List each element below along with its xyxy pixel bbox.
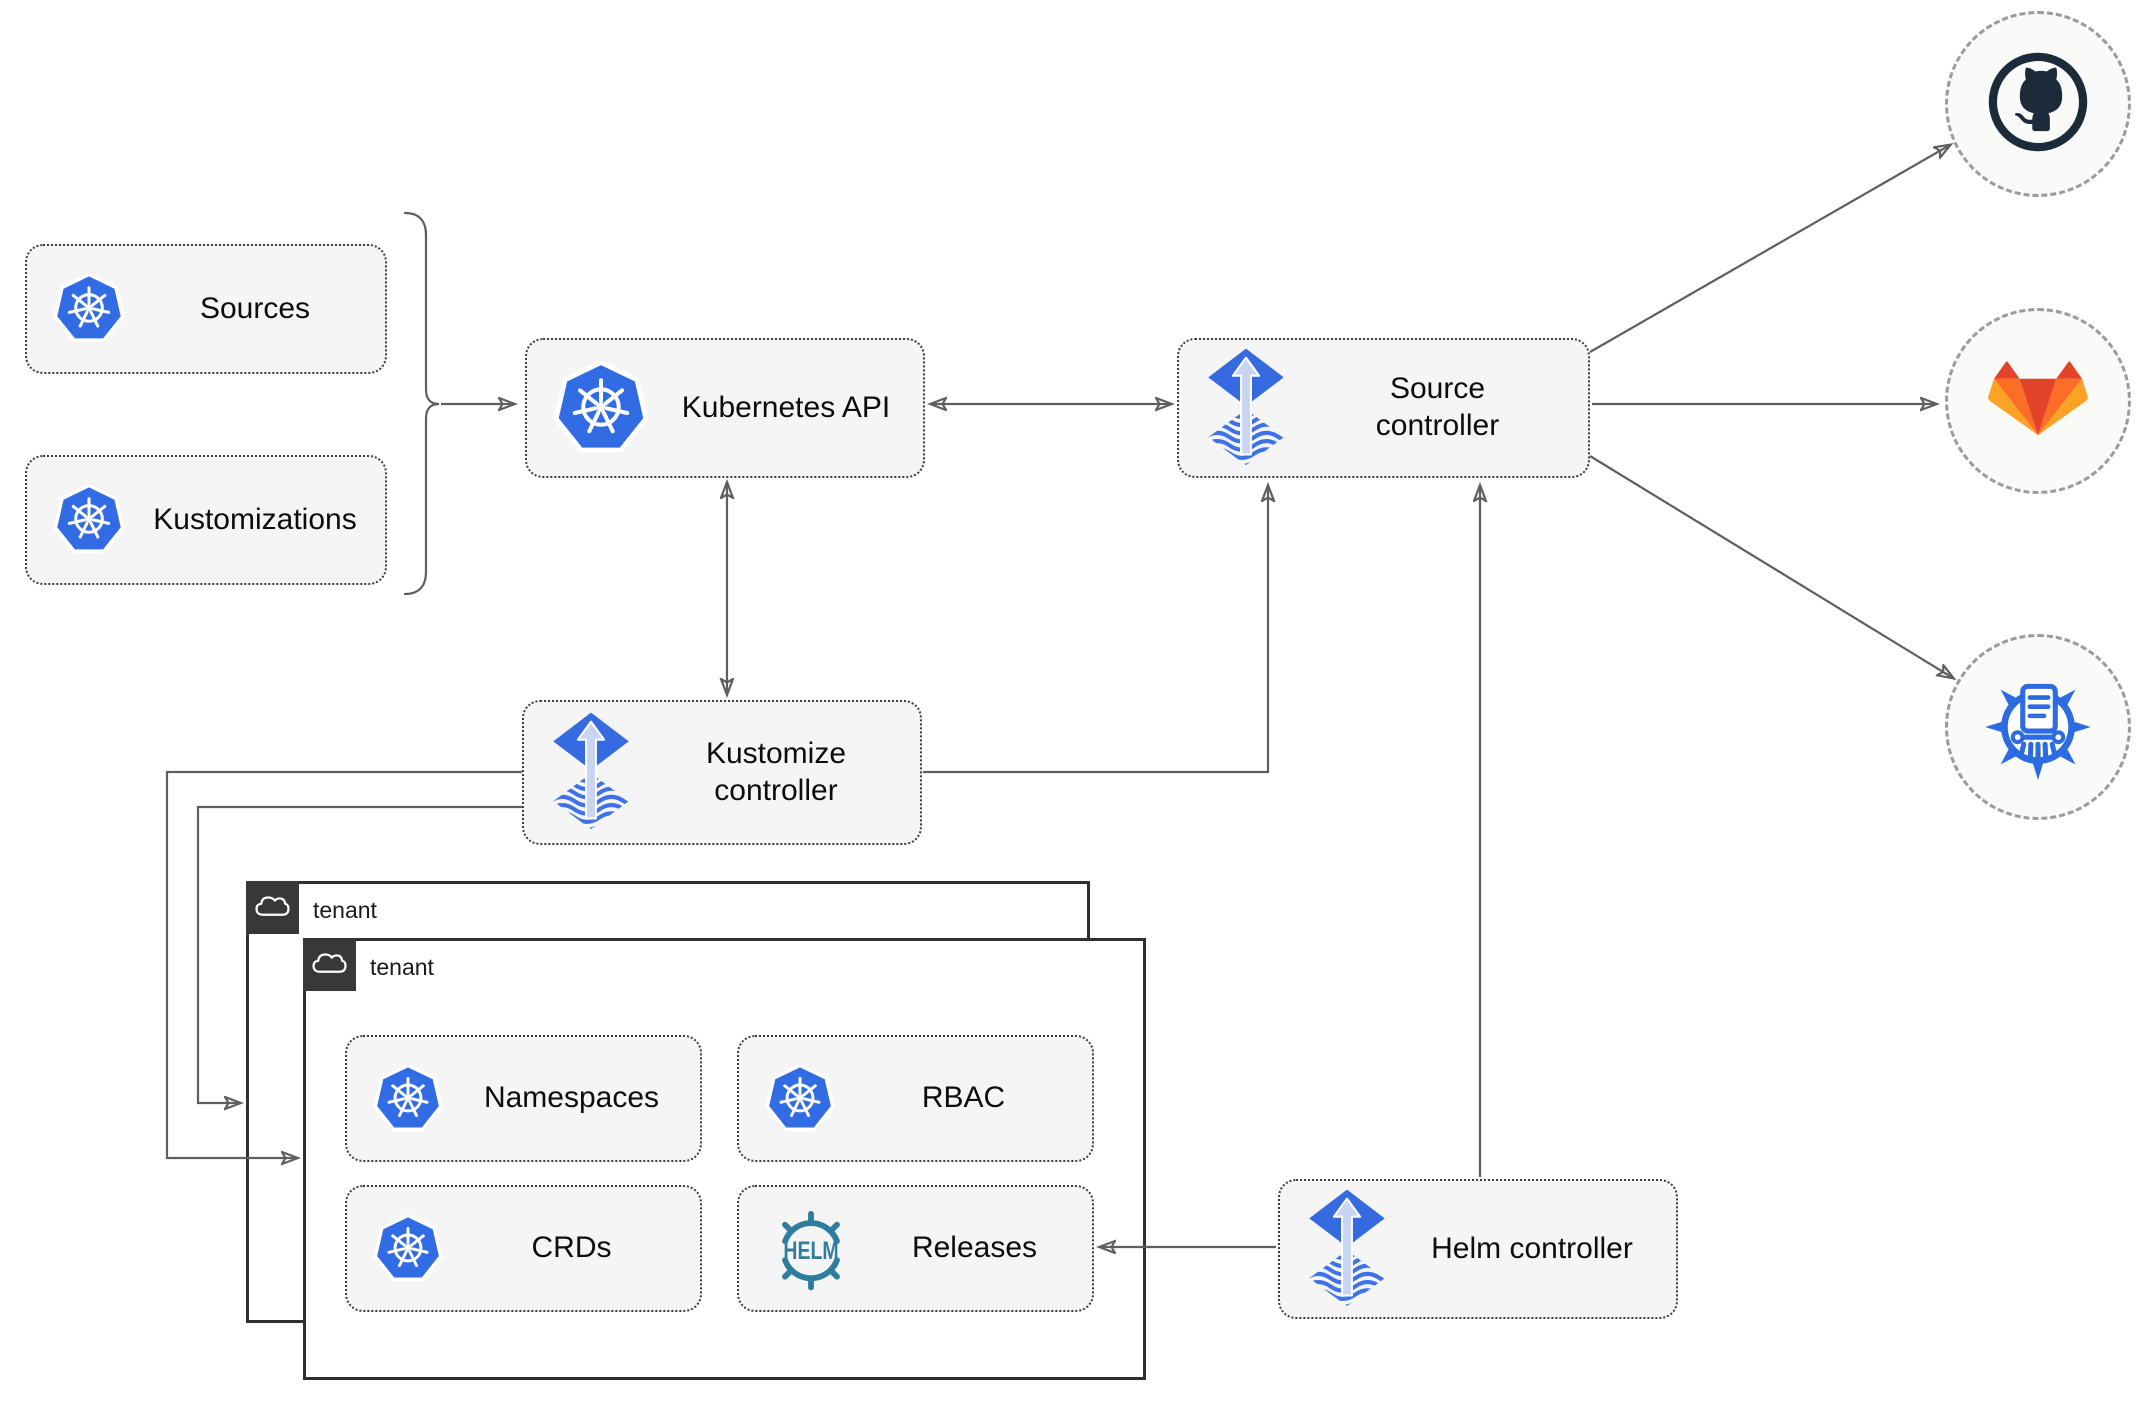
endpoint-github bbox=[1945, 11, 2131, 197]
node-rbac: RBAC bbox=[737, 1035, 1094, 1162]
gitlab-icon bbox=[1988, 361, 2088, 442]
node-kustomizations: Kustomizations bbox=[25, 455, 387, 585]
kubernetes-icon bbox=[553, 361, 649, 455]
kubernetes-icon bbox=[373, 1064, 443, 1133]
node-kubernetes-api: Kubernetes API bbox=[525, 338, 925, 478]
node-label: Kubernetes API bbox=[681, 390, 891, 424]
tenant-back-label: tenant bbox=[313, 897, 377, 923]
endpoint-bucket bbox=[1945, 634, 2131, 820]
cloud-icon bbox=[311, 949, 348, 981]
manifest-storage-icon bbox=[1977, 664, 2099, 791]
node-releases: HELM Releases bbox=[737, 1185, 1094, 1312]
kubernetes-icon bbox=[53, 274, 125, 344]
node-sources: Sources bbox=[25, 244, 387, 374]
endpoint-gitlab bbox=[1945, 308, 2131, 494]
flux-icon bbox=[550, 711, 632, 834]
kubernetes-icon bbox=[53, 485, 125, 555]
node-label: Kustomizations bbox=[153, 502, 357, 536]
node-source-controller: Source controller bbox=[1177, 338, 1590, 478]
node-label: CRDs bbox=[531, 1231, 612, 1265]
brace-sources-kustomizations bbox=[403, 211, 440, 596]
node-label: Releases bbox=[911, 1231, 1038, 1265]
node-label: RBAC bbox=[921, 1081, 1006, 1115]
kubernetes-icon bbox=[373, 1214, 443, 1283]
github-icon bbox=[1983, 47, 2093, 162]
tenant-front-label: tenant bbox=[370, 954, 434, 980]
node-kustomize-controller: Kustomize controller bbox=[522, 700, 922, 845]
edge-source-controller-to-storage bbox=[1589, 455, 1953, 678]
node-namespaces: Namespaces bbox=[345, 1035, 702, 1162]
kubernetes-icon bbox=[765, 1064, 835, 1133]
edge-kustomize-controller-to-source-controller bbox=[923, 486, 1268, 774]
flux-icon bbox=[1306, 1188, 1388, 1311]
node-label: Kustomize controller bbox=[705, 736, 847, 807]
tenant-tab bbox=[303, 938, 356, 991]
svg-text:HELM: HELM bbox=[783, 1237, 838, 1265]
node-helm-controller: Helm controller bbox=[1278, 1179, 1678, 1319]
helm-icon: HELM bbox=[765, 1207, 857, 1291]
node-label: Source controller bbox=[1375, 372, 1500, 442]
node-label: Helm controller bbox=[1431, 1231, 1633, 1265]
node-label: Sources bbox=[199, 291, 311, 325]
node-label: Namespaces bbox=[483, 1081, 660, 1115]
cloud-icon bbox=[254, 892, 291, 924]
edge-source-controller-to-github bbox=[1589, 145, 1950, 353]
tenant-tab bbox=[246, 881, 299, 934]
flux-icon bbox=[1205, 347, 1287, 470]
node-crds: CRDs bbox=[345, 1185, 702, 1312]
